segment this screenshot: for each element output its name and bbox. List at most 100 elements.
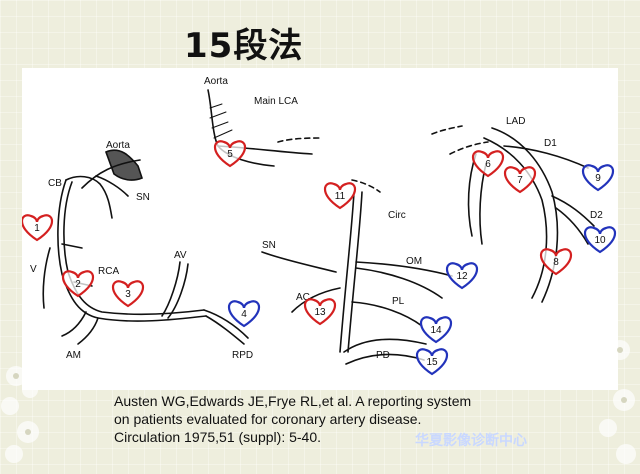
- d2-branch-2: [555, 207, 589, 245]
- lad-left-branch-2: [479, 163, 487, 245]
- lca-trunk: [339, 191, 355, 353]
- segment-9-marker: 9: [581, 164, 615, 192]
- sn-mid-branch: [261, 251, 337, 273]
- segment-5-label: 5: [227, 149, 233, 160]
- heart-icon: [445, 262, 479, 290]
- diagram-panel: Aorta CB SN V RCA AV AM RPD Aorta Main L…: [20, 68, 618, 390]
- cb-branch: [65, 175, 113, 219]
- av-branch: [161, 261, 181, 317]
- segment-1-label: 1: [34, 223, 40, 234]
- circ-dashed: [351, 179, 381, 193]
- segment-12-label: 12: [456, 271, 468, 282]
- rpd-branch-2: [203, 309, 249, 339]
- d1-branch: [503, 145, 589, 169]
- segment-3-label: 3: [125, 289, 131, 300]
- heart-icon: [303, 298, 337, 326]
- aorta-left-vessel: [104, 149, 143, 181]
- segment-15-marker: 15: [415, 348, 449, 376]
- lad-dashed: [431, 125, 463, 135]
- aorta-left-outline: [81, 159, 141, 189]
- heart-icon: [61, 270, 95, 298]
- am-branch-2: [77, 317, 99, 345]
- heart-icon: [415, 348, 449, 376]
- segment-13-marker: 13: [303, 298, 337, 326]
- label-d1: D1: [544, 138, 557, 149]
- v-branch: [42, 247, 51, 309]
- d2-branch: [551, 195, 595, 227]
- heart-icon: [581, 164, 615, 192]
- ac-branch: [291, 287, 341, 313]
- citation-text: Austen WG,Edwards JE,Frye RL,et al. A re…: [114, 393, 472, 445]
- segment-14-marker: 14: [419, 316, 453, 344]
- segment-2-label: 2: [75, 279, 81, 290]
- heart-icon: [583, 226, 617, 254]
- am-branch: [61, 311, 87, 337]
- segment-1-marker: 1: [20, 214, 54, 242]
- rca-vessel-inner: [63, 181, 205, 315]
- segment-7-label: 7: [517, 175, 523, 186]
- flower-decoration-right: [598, 340, 636, 464]
- segment-3-marker: 3: [111, 280, 145, 308]
- segment-6-label: 6: [485, 159, 491, 170]
- label-am: AM: [66, 350, 81, 361]
- label-sn-mid: SN: [262, 240, 276, 251]
- segment-7-marker: 7: [503, 166, 537, 194]
- segment-6-marker: 6: [471, 150, 505, 178]
- title-band: 15段法: [12, 8, 624, 66]
- main-lca-dashed: [277, 137, 323, 143]
- pl-branch: [351, 301, 423, 327]
- segment-12-marker: 12: [445, 262, 479, 290]
- lad-dashed-2: [449, 141, 489, 155]
- label-pd: PD: [376, 350, 390, 361]
- segment-8-marker: 8: [539, 248, 573, 276]
- segment-10-marker: 10: [583, 226, 617, 254]
- label-circ: Circ: [388, 210, 406, 221]
- segment-9-label: 9: [595, 173, 601, 184]
- heart-icon: [539, 248, 573, 276]
- av-branch-2: [167, 263, 189, 319]
- heart-icon: [471, 150, 505, 178]
- slide-title: 15段法: [184, 26, 304, 66]
- heart-icon: [111, 280, 145, 308]
- sn-left-branch: [95, 175, 129, 197]
- segment-4-marker: 4: [227, 300, 261, 328]
- label-rpd: RPD: [232, 350, 253, 361]
- lad-vessel-2: [483, 137, 548, 299]
- rca-mid-branch: [61, 243, 83, 249]
- heart-icon: [323, 182, 357, 210]
- label-pl: PL: [392, 296, 405, 307]
- heart-icon: [503, 166, 537, 194]
- lad-left-branch: [467, 153, 477, 237]
- segment-10-label: 10: [594, 235, 606, 246]
- label-av: AV: [174, 250, 187, 261]
- om-branch: [355, 261, 453, 277]
- om-branch-2: [355, 267, 443, 299]
- label-lad: LAD: [506, 116, 525, 127]
- label-d2: D2: [590, 210, 603, 221]
- label-cb: CB: [48, 178, 62, 189]
- heart-icon: [213, 140, 247, 168]
- heart-icon: [419, 316, 453, 344]
- label-main-lca: Main LCA: [254, 96, 298, 107]
- pd-branch: [343, 338, 427, 353]
- lca-trunk-2: [347, 191, 363, 353]
- coronary-diagram: Aorta CB SN V RCA AV AM RPD Aorta Main L…: [20, 76, 617, 376]
- segment-13-label: 13: [314, 307, 326, 318]
- label-rca: RCA: [98, 266, 119, 277]
- segment-15-label: 15: [426, 357, 438, 368]
- rca-vessel: [57, 179, 207, 322]
- heart-icon: [227, 300, 261, 328]
- label-ac: AC: [296, 292, 310, 303]
- segment-4-label: 4: [241, 309, 247, 320]
- flower-decoration-left: [1, 366, 39, 463]
- segment-5-marker: 5: [213, 140, 247, 168]
- watermark-text: 华夏影像诊断中心: [415, 433, 527, 449]
- label-aorta-top: Aorta: [204, 76, 228, 87]
- segment-11-label: 11: [335, 191, 346, 202]
- rpd-branch: [205, 315, 245, 345]
- segment-2-marker: 2: [61, 270, 95, 298]
- label-aorta-left: Aorta: [106, 140, 130, 151]
- label-v: V: [30, 264, 37, 275]
- label-om: OM: [406, 256, 422, 267]
